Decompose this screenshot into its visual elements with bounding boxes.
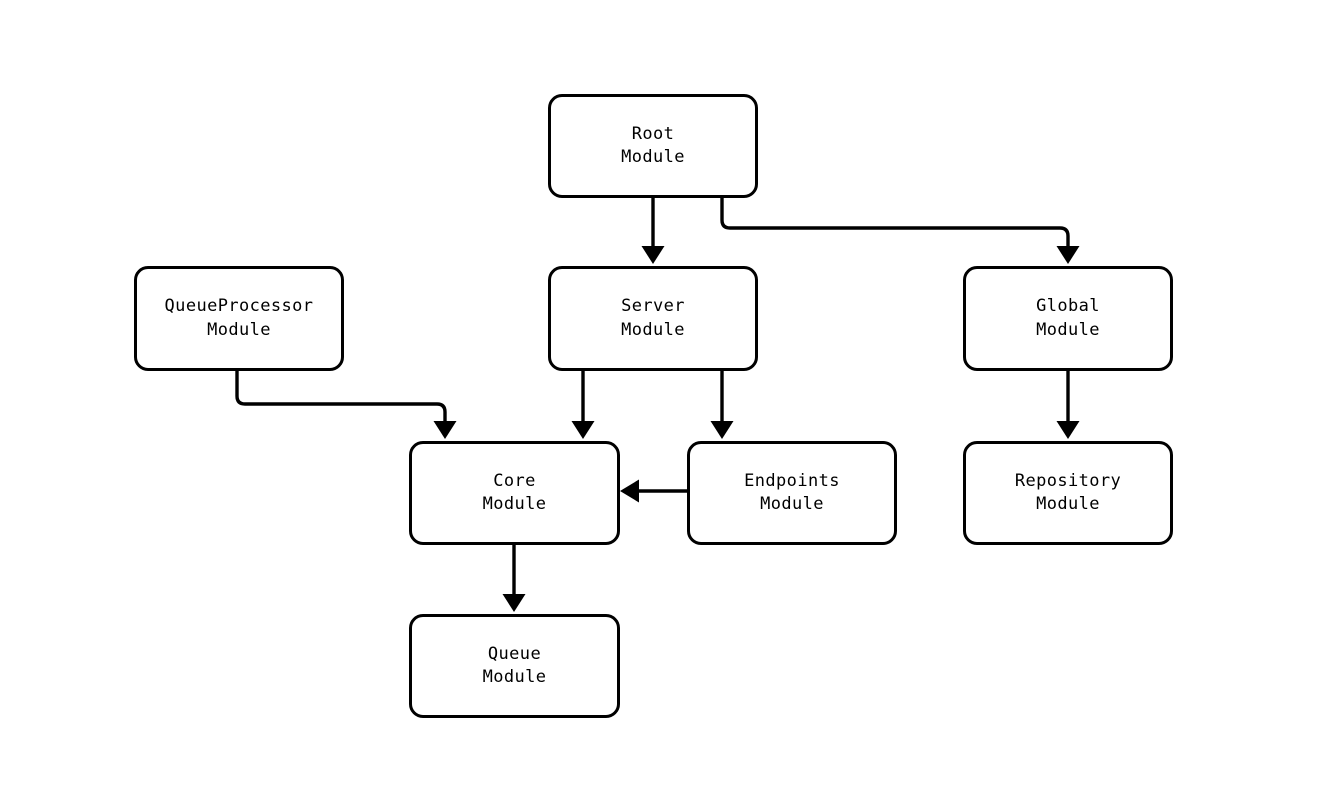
node-core-module-line1: Core <box>493 470 536 491</box>
node-queue-module-line2: Module <box>482 667 547 687</box>
node-server-module-line2: Module <box>621 319 685 340</box>
node-repository-module-line1: Repository <box>1014 470 1122 491</box>
node-core-module[interactable]: Core Module <box>409 441 620 545</box>
arrowhead-server-core <box>571 421 595 439</box>
arrowhead-root-global <box>1056 246 1080 264</box>
node-repository-module[interactable]: Repository Module <box>963 441 1173 545</box>
node-queueprocessor-module[interactable]: QueueProcessor Module <box>134 266 344 371</box>
arrowhead-endpoints-core <box>620 479 639 503</box>
edges-group <box>235 198 1070 605</box>
node-endpoints-module-line2: Module <box>760 494 824 514</box>
arrowhead-server-endpoints <box>710 421 734 439</box>
arrowhead-root-server <box>641 246 665 264</box>
node-server-module[interactable]: Server Module <box>548 266 758 371</box>
edge-queueprocessor-core <box>235 371 447 432</box>
node-global-module-line1: Global <box>1036 296 1100 317</box>
arrowhead-core-queue <box>502 594 526 612</box>
arrowheads-group <box>433 246 1080 612</box>
node-root-module-line1: Root <box>631 123 675 144</box>
arrowhead-global-repository <box>1056 421 1080 439</box>
node-queueprocessor-module-line1: QueueProcessor <box>164 296 314 317</box>
node-global-module-line2: Module <box>1036 319 1100 340</box>
node-queue-module[interactable]: Queue Module <box>409 614 620 718</box>
node-server-module-line1: Server <box>621 296 685 317</box>
node-queue-module-line1: Queue <box>487 643 542 664</box>
node-core-module-line2: Module <box>482 494 547 514</box>
node-endpoints-module[interactable]: Endpoints Module <box>687 441 897 545</box>
node-root-module-line2: Module <box>621 147 685 167</box>
node-endpoints-module-line1: Endpoints <box>744 470 840 491</box>
node-queueprocessor-module-line2: Module <box>207 319 271 340</box>
arrowhead-queueprocessor-core <box>433 421 457 439</box>
node-root-module[interactable]: Root Module <box>548 94 758 198</box>
edge-root-global <box>720 198 1070 258</box>
node-repository-module-line2: Module <box>1036 494 1100 514</box>
node-global-module[interactable]: Global Module <box>963 266 1173 371</box>
